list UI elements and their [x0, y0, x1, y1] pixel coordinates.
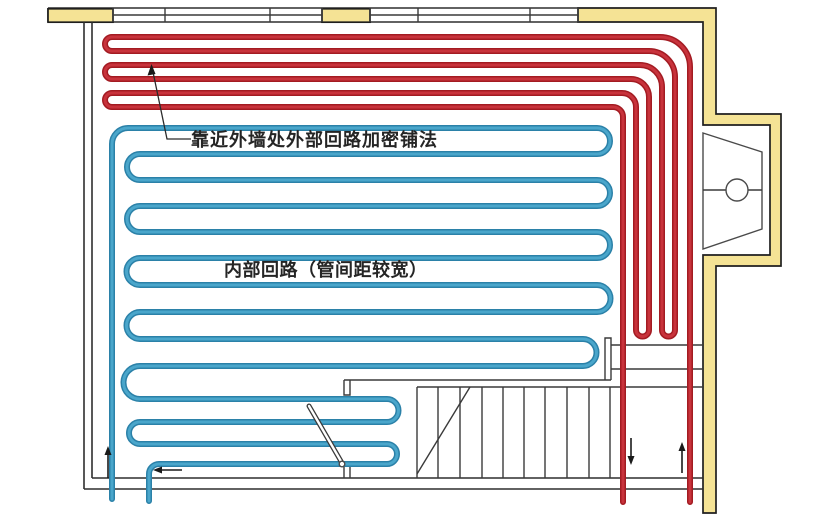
door-jamb-top — [343, 380, 351, 396]
staircase — [416, 386, 611, 478]
bay-fixture-circle — [725, 178, 749, 202]
door-leaf-inner — [307, 404, 344, 465]
left-wall — [83, 22, 93, 489]
annotation-leader — [147, 64, 191, 140]
inner-circuit-return-arrow — [153, 466, 182, 474]
door-hinge-circle — [338, 460, 346, 468]
exterior-wall-yellow — [577, 7, 782, 514]
inner-loop-annotation: 内部回路（管间距较宽） — [224, 260, 428, 280]
stair-break-line — [416, 386, 471, 475]
inner-circuit-supply-arrow — [104, 446, 112, 478]
flow-arrows — [104, 438, 686, 478]
stub-wall — [604, 337, 612, 380]
inner-loop-pipe — [112, 128, 611, 501]
top-wall-solid-segment — [321, 7, 371, 24]
door — [306, 403, 346, 468]
top-wall-solid-segment — [47, 7, 114, 24]
bay-fixture — [702, 132, 763, 250]
outer-circuit-supply-arrow — [678, 442, 686, 473]
outer-loop-annotation: 靠近外墙处外部回路加密铺法 — [191, 130, 438, 150]
outer-circuit-return-arrow — [627, 438, 635, 465]
door-jamb-bottom — [343, 465, 351, 478]
top-wall-window-band — [47, 7, 580, 24]
window-mullions — [112, 8, 579, 22]
bottom-wall — [84, 477, 703, 490]
